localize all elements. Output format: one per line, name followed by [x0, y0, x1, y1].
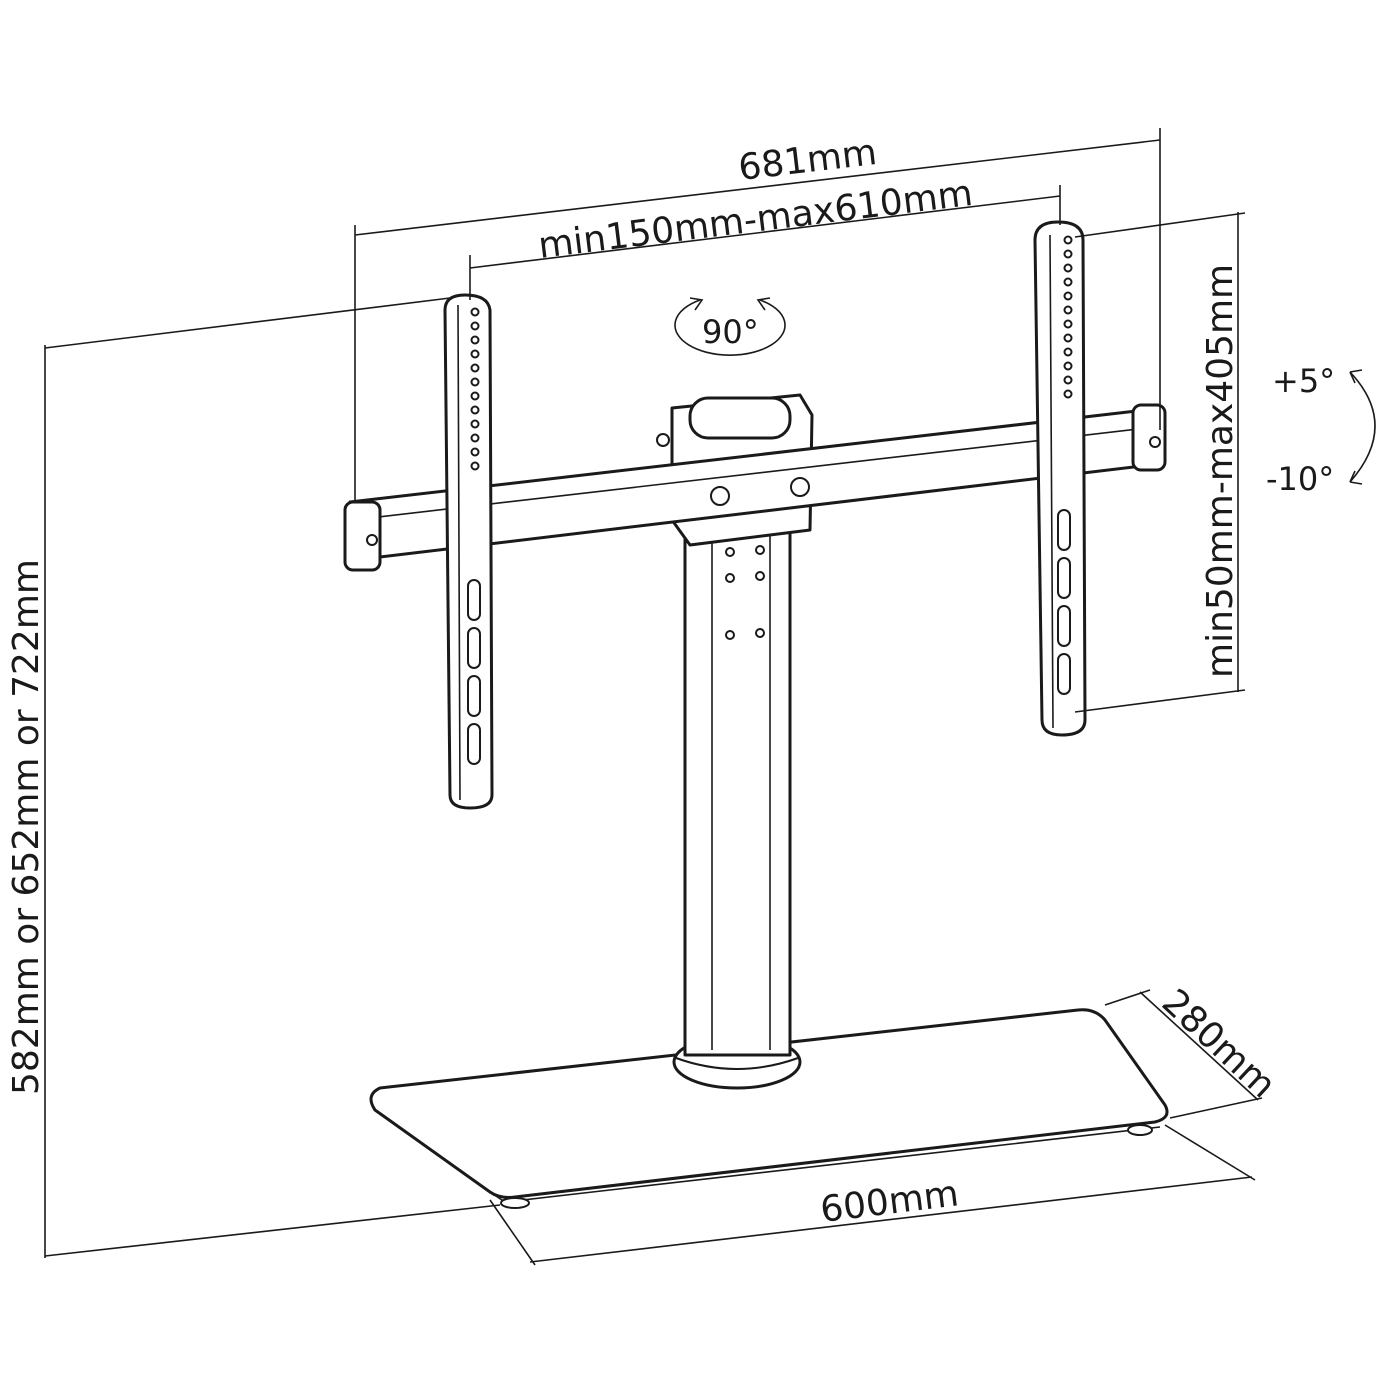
left-plate-holes: [470, 307, 480, 471]
rotation-indicator: 90°: [674, 297, 786, 356]
right-plate-holes: [1063, 235, 1073, 399]
base-width-label: 600mm: [818, 1173, 961, 1231]
dimension-vesa-width: min150mm-max610mm: [469, 173, 1061, 300]
overall-width-label: 681mm: [736, 132, 879, 189]
tilt-indicator: +5° -10°: [1266, 362, 1376, 498]
tilt-up-label: +5°: [1272, 362, 1335, 400]
height-label: 582mm or 652mm or 722mm: [6, 559, 47, 1095]
left-vesa-plate: [443, 293, 494, 810]
rotation-label: 90°: [702, 313, 759, 351]
vesa-height-label: min50mm-max405mm: [1200, 264, 1241, 678]
base-depth-label: 280mm: [1154, 982, 1284, 1107]
crossbar: [343, 403, 1167, 572]
dimension-height: 582mm or 652mm or 722mm: [6, 297, 501, 1258]
dimension-vesa-height: min50mm-max405mm: [1074, 212, 1246, 713]
base-plate: [369, 1008, 1169, 1209]
tilt-down-label: -10°: [1266, 460, 1334, 498]
right-vesa-plate: [1033, 220, 1087, 737]
column: [672, 518, 802, 1090]
